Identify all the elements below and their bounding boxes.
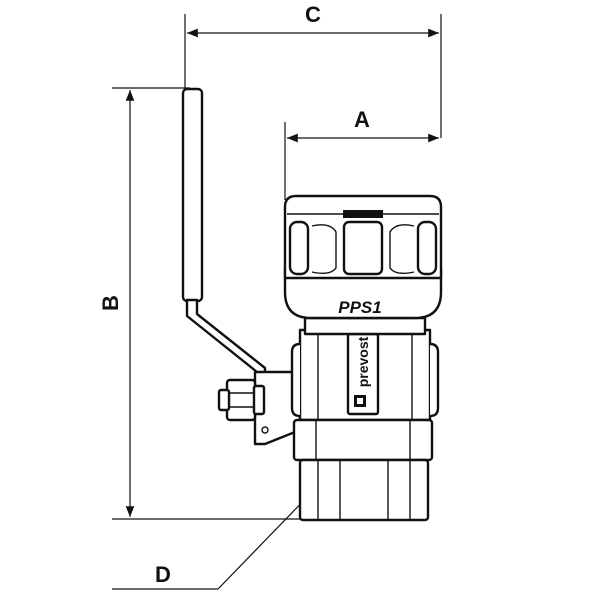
lever-arm [185, 298, 267, 394]
body-right-shoulder [429, 342, 440, 418]
valve-body: prevost [290, 328, 440, 522]
grip-window-right [416, 220, 438, 276]
pps1-connector: PPS1 [283, 194, 443, 336]
dimension-d: D [112, 485, 319, 590]
dimension-a-label: A [354, 107, 370, 132]
lever-handle [181, 87, 302, 446]
brand-logo-inner [357, 398, 363, 404]
dimension-a: A [284, 107, 439, 200]
lever-rivet [261, 426, 269, 434]
dimension-b: B [98, 87, 325, 520]
stem-nut-hex [225, 378, 257, 422]
body-lower-hex [292, 418, 434, 462]
dimension-d-label: D [155, 562, 171, 587]
grip-rib-left [311, 224, 337, 275]
lever-grip [181, 87, 204, 303]
connector-marking [343, 210, 383, 218]
dimension-c: C [184, 2, 442, 138]
connector-model-text: PPS1 [338, 298, 381, 317]
stem-washer [252, 384, 266, 416]
body-left-shoulder [290, 342, 301, 418]
stem-nut [217, 378, 266, 422]
dimension-b-label: B [98, 295, 123, 311]
stem-nut-cap [217, 388, 231, 412]
body-thread-end [298, 458, 430, 522]
connector-collar [283, 266, 443, 320]
grip-window-left [288, 220, 310, 276]
grip-rib-right [389, 224, 415, 275]
grip-window-center [342, 220, 384, 276]
dimension-c-label: C [305, 2, 321, 27]
dimension-d-leader-line [112, 488, 316, 590]
connector-neck [303, 316, 427, 336]
brand-text: prevost [355, 336, 371, 387]
